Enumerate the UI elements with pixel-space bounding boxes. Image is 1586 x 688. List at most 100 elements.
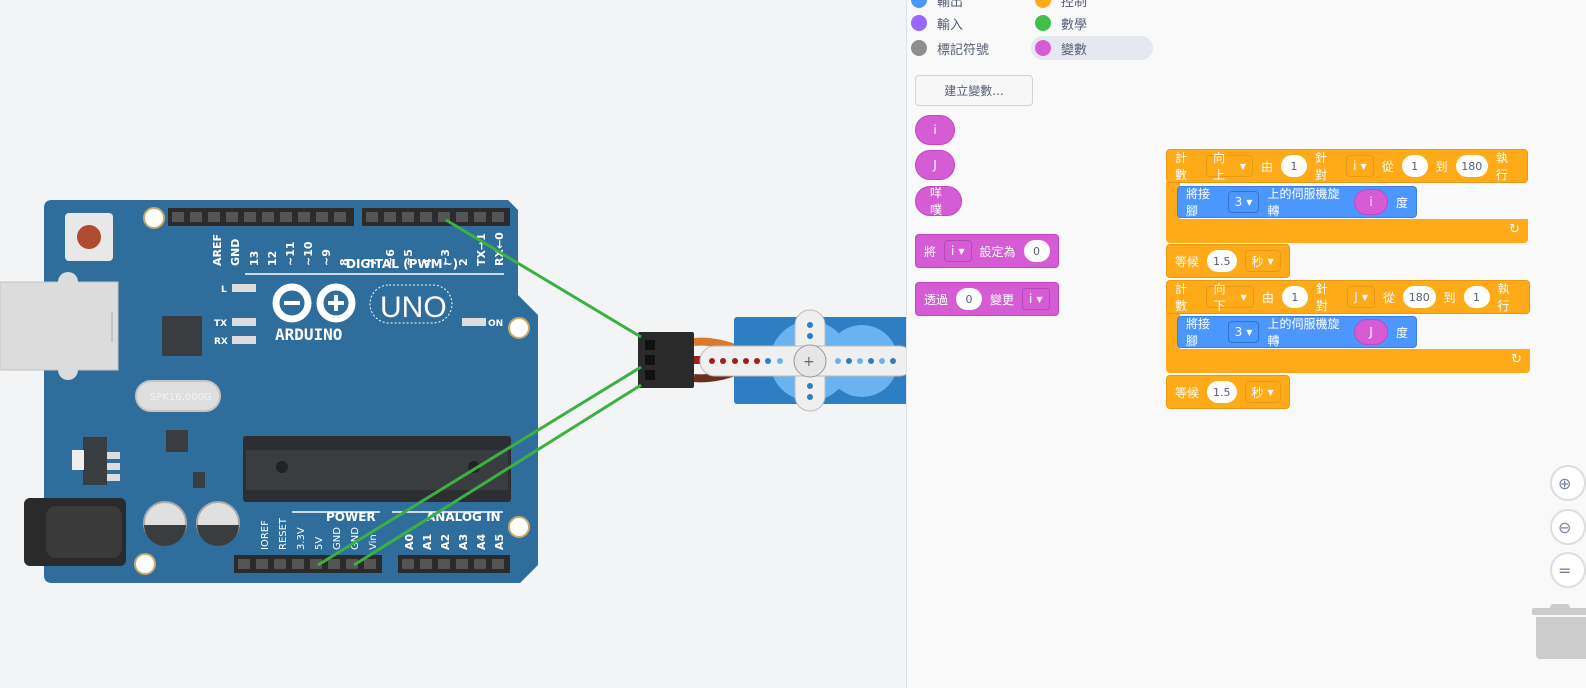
header-pin[interactable] <box>208 212 220 222</box>
category-control[interactable]: 控制 <box>1035 0 1087 12</box>
value-input[interactable]: 0 <box>956 288 983 310</box>
header-pin[interactable] <box>420 559 432 569</box>
wire-signal[interactable] <box>445 218 642 339</box>
header-pin[interactable] <box>474 559 486 569</box>
variable-dropdown[interactable]: J▼ <box>1347 286 1375 308</box>
header-pin[interactable] <box>384 212 396 222</box>
header-pin[interactable] <box>256 559 268 569</box>
wait-block[interactable]: 等候 1.5 秒▼ <box>1166 375 1290 409</box>
direction-dropdown[interactable]: 向下▼ <box>1206 282 1254 313</box>
variable-reporter-mipu[interactable]: 咩噗 <box>915 186 962 217</box>
header-pin[interactable] <box>310 559 322 569</box>
category-input[interactable]: 輸入 <box>911 11 963 35</box>
digital-pin-label: GND <box>229 239 242 266</box>
unit-dropdown[interactable]: 秒▼ <box>1244 250 1281 272</box>
block-palette: 輸出 控制 輸入 數學 標記符號 變數 <box>906 0 1156 688</box>
to-input[interactable]: 180 <box>1455 155 1488 177</box>
mount-hole <box>508 317 530 339</box>
header-pin[interactable] <box>492 559 504 569</box>
header-pin[interactable] <box>172 212 184 222</box>
digital-pin-label: ~10 <box>302 241 315 266</box>
header-pin[interactable] <box>402 212 414 222</box>
wire-ground[interactable] <box>353 383 642 567</box>
variable-reporter[interactable]: J <box>1353 319 1388 345</box>
block-text: 到 <box>1435 159 1448 174</box>
header-pin[interactable] <box>334 212 346 222</box>
zoom-out-button[interactable]: ⊖ <box>1550 509 1586 545</box>
header-pin[interactable] <box>262 212 274 222</box>
header-pin[interactable] <box>292 559 304 569</box>
header-pin[interactable] <box>420 212 432 222</box>
header-pin[interactable] <box>298 212 310 222</box>
wait-input[interactable]: 1.5 <box>1207 381 1237 403</box>
digital-header-right[interactable] <box>362 208 510 226</box>
from-input[interactable]: 180 <box>1403 286 1436 308</box>
set-variable-block[interactable]: 將 i▼ 設定為 0 <box>915 234 1059 268</box>
dropdown-value: i <box>951 244 955 258</box>
servo-horn-hole <box>807 383 813 389</box>
wait-input[interactable]: 1.5 <box>1207 250 1237 272</box>
variable-dropdown[interactable]: i▼ <box>1346 155 1374 177</box>
header-pin[interactable] <box>226 212 238 222</box>
header-pin[interactable] <box>364 559 376 569</box>
step-input[interactable]: 1 <box>1281 155 1308 177</box>
header-pin[interactable] <box>456 559 468 569</box>
digital-pin-label: ~5 <box>402 249 415 266</box>
header-pin[interactable] <box>366 212 378 222</box>
trash-icon[interactable] <box>1532 604 1586 660</box>
arduino-logo <box>272 283 453 324</box>
zoom-in-button[interactable]: ⊕ <box>1550 465 1586 501</box>
digital-pin-label: 4 <box>421 258 434 266</box>
header-pin[interactable] <box>438 559 450 569</box>
wire-power[interactable] <box>317 365 642 567</box>
header-pin[interactable] <box>274 559 286 569</box>
count-down-block[interactable]: 計數 向下▼ 由 1 針對 J▼ 從 180 到 1 執行 <box>1166 280 1530 314</box>
variable-reporter-i[interactable]: i <box>915 115 955 145</box>
loop-arrow-icon: ↻ <box>1509 222 1520 237</box>
value-input[interactable]: 0 <box>1023 240 1050 262</box>
header-pin[interactable] <box>474 212 486 222</box>
header-pin[interactable] <box>438 212 450 222</box>
header-pin[interactable] <box>328 559 340 569</box>
header-pin[interactable] <box>402 559 414 569</box>
zoom-reset-button[interactable]: = <box>1550 552 1586 588</box>
to-input[interactable]: 1 <box>1463 286 1490 308</box>
header-pin[interactable] <box>190 212 202 222</box>
power-header[interactable] <box>234 555 382 573</box>
variable-reporter-j[interactable]: J <box>915 150 955 180</box>
header-pin[interactable] <box>456 212 468 222</box>
wait-block[interactable]: 等候 1.5 秒▼ <box>1166 244 1290 278</box>
servo-motor[interactable]: + <box>638 309 906 412</box>
header-pin[interactable] <box>238 559 250 569</box>
category-output[interactable]: 輸出 <box>911 0 963 12</box>
header-pin[interactable] <box>244 212 256 222</box>
servo-rotate-block[interactable]: 將接腳 3▼ 上的伺服機旋轉 i 度 <box>1177 186 1417 218</box>
servo-rotate-block[interactable]: 將接腳 3▼ 上的伺服機旋轉 J 度 <box>1177 316 1417 348</box>
category-math[interactable]: 數學 <box>1035 11 1087 35</box>
step-input[interactable]: 1 <box>1281 286 1308 308</box>
usb-port <box>0 281 119 371</box>
create-variable-button[interactable]: 建立變數... <box>915 75 1033 106</box>
unit-dropdown[interactable]: 秒▼ <box>1244 381 1281 403</box>
circuit-svg: ARDUINO UNO DIGITAL (PWM~) POWER ANALOG … <box>0 200 906 583</box>
variable-dropdown[interactable]: i▼ <box>944 240 972 262</box>
dropdown-value: 向上 <box>1213 151 1226 182</box>
circuit-canvas[interactable]: ARDUINO UNO DIGITAL (PWM~) POWER ANALOG … <box>0 0 906 688</box>
digital-pin-label: 12 <box>266 251 279 266</box>
header-pin[interactable] <box>280 212 292 222</box>
category-variables[interactable]: 變數 <box>1031 36 1153 60</box>
caret-down-icon: ▼ <box>1267 256 1274 266</box>
direction-dropdown[interactable]: 向上▼ <box>1206 151 1253 182</box>
header-pin[interactable] <box>346 559 358 569</box>
variable-reporter[interactable]: i <box>1353 189 1388 215</box>
variable-dropdown[interactable]: i▼ <box>1022 288 1050 310</box>
count-up-block[interactable]: 計數 向上▼ 由 1 針對 i▼ 從 1 到 180 執行 <box>1166 149 1528 183</box>
change-variable-block[interactable]: 透過 0 變更 i▼ <box>915 282 1059 316</box>
pin-dropdown[interactable]: 3▼ <box>1227 321 1260 343</box>
header-pin[interactable] <box>492 212 504 222</box>
header-pin[interactable] <box>316 212 328 222</box>
from-input[interactable]: 1 <box>1401 155 1428 177</box>
wires[interactable] <box>317 218 642 567</box>
pin-dropdown[interactable]: 3▼ <box>1227 191 1260 213</box>
category-notation[interactable]: 標記符號 <box>911 36 989 60</box>
